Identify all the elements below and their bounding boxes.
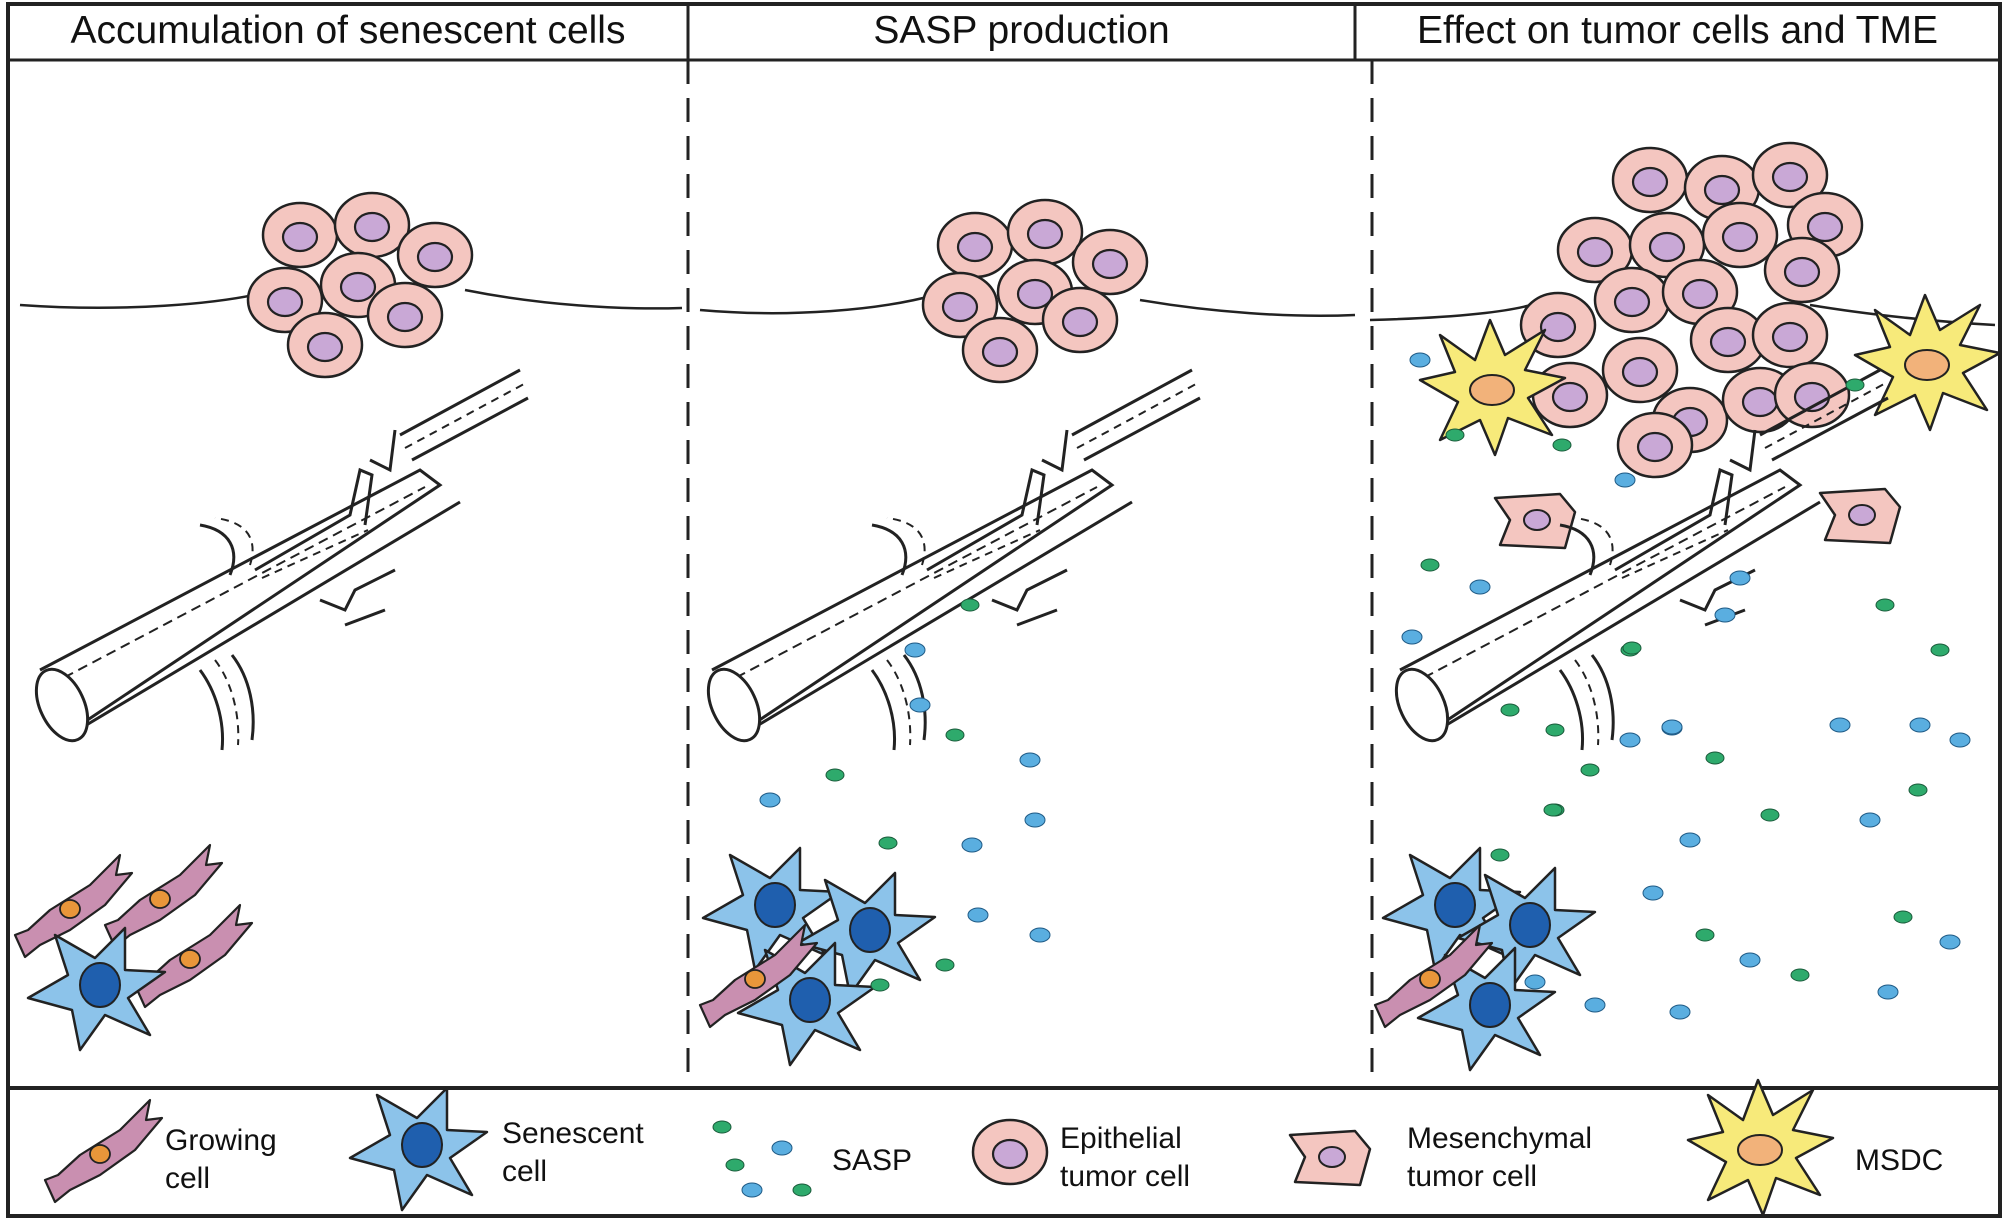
panel-1-vessel — [24, 368, 530, 752]
panel-title-effect: Effect on tumor cells and TME — [1417, 9, 1938, 52]
panel-2-vessel — [696, 368, 1202, 752]
panel-1-scene — [13, 191, 683, 1052]
panel-2-senescent-cell — [701, 846, 842, 972]
mesenchymal-tumor-cell-icon — [1288, 1129, 1372, 1187]
panel-3-mesenchymal-cell — [1818, 487, 1902, 545]
panel-1-tumor-cluster — [246, 191, 474, 379]
msdc-icon — [1686, 1078, 1835, 1217]
panel-3-scene — [1369, 141, 2002, 1072]
panel-3-msdc — [1853, 293, 2002, 432]
growing-cell-icon — [43, 1098, 164, 1204]
legend-label-sasp: SASP — [832, 1144, 913, 1177]
panel-title-accumulation: Accumulation of senescent cells — [70, 9, 626, 52]
epithelial-tumor-cell-icon — [971, 1118, 1049, 1186]
senescent-cell-icon — [348, 1086, 489, 1212]
panel-2-scene — [696, 198, 1356, 1067]
panel-3-mesenchymal-cell — [1493, 492, 1577, 550]
outer-frame — [6, 2, 2002, 1218]
panel-title-sasp-production: SASP production — [873, 9, 1170, 52]
legend-label-msdc: MSDC — [1855, 1144, 1944, 1177]
sasp-icon — [712, 1120, 812, 1198]
panel-3-tumor-cluster — [1519, 141, 1864, 479]
panel-2-tumor-cluster — [921, 198, 1149, 384]
